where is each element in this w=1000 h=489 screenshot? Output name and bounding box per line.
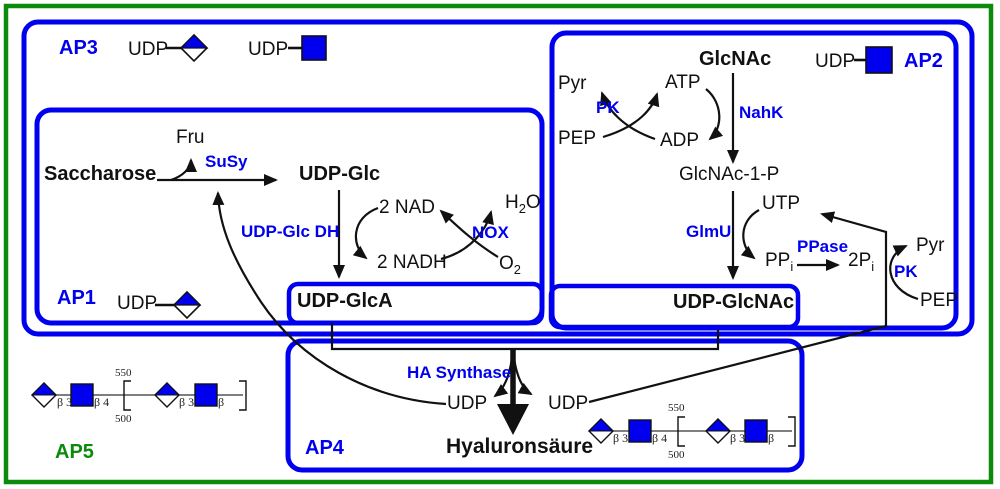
enzyme-nahk: NahK: [739, 103, 784, 122]
metabolite-udp-right: UDP: [548, 393, 589, 414]
metabolite-pep-bottom: PEP: [920, 290, 959, 311]
curve-pep-to-atp: [602, 92, 660, 139]
curve-nad-to-nadh: [352, 206, 379, 260]
metabolite-ppi: PPi: [765, 250, 794, 274]
arrow-udp-recycle-to-susy: [212, 191, 447, 406]
metabolite-glcnac-1-p: GlcNAc-1-P: [679, 164, 780, 185]
box-udp-glcnac: [548, 283, 801, 330]
enzyme-nox: NOX: [472, 223, 509, 242]
glycan-dp-upper-ap4: 550: [668, 402, 685, 414]
glycan-linkage-b3: β 3: [57, 395, 73, 409]
curve-atp-to-adp: [705, 88, 724, 141]
metabolite-saccharose: Saccharose: [44, 163, 157, 185]
glycan-dp-lower-ap5: 500: [115, 413, 132, 425]
glca-diamond-icon-fill: [172, 291, 202, 306]
box-ap1: [34, 107, 545, 326]
metabolite-glcnac: GlcNAc: [699, 48, 772, 70]
metabolite-udp-left: UDP: [447, 393, 488, 414]
glycan-linkage-b3: β 3: [730, 431, 746, 445]
outer-frame: [3, 3, 994, 485]
arrow-branch-udp-right: [512, 357, 533, 395]
glca-diamond-icon-fill: [179, 34, 209, 49]
ha-arrow-head: [497, 404, 529, 435]
panel-label-ap3: AP3: [59, 37, 98, 59]
glycan-dp-upper-ap5: 550: [115, 367, 132, 379]
panel-label-ap1: AP1: [57, 287, 96, 309]
legend-udp-glcnac-label: UDP: [248, 39, 289, 60]
metabolite-adp: ADP: [660, 130, 700, 151]
connector-substrates: [330, 323, 720, 351]
enzyme-pk-bottom: PK: [894, 262, 918, 281]
metabolite-hyaluronsaeure: Hyaluronsäure: [446, 435, 594, 458]
enzyme-ppase: PPase: [797, 237, 849, 256]
enzyme-udp-glc-dh: UDP-Glc DH: [241, 222, 340, 241]
metabolite-fru: Fru: [176, 127, 205, 148]
glycan-linkage-b: β: [218, 395, 225, 409]
arrow-fru-release: [170, 158, 197, 182]
legend-udp-label-ap1: UDP: [117, 293, 158, 314]
curve-pep-to-pyr: [889, 245, 919, 301]
glycan-dp-lower-ap4: 500: [668, 449, 685, 461]
enzyme-pk-top: PK: [596, 98, 620, 117]
glycan-linkage-b4: β 4: [652, 431, 668, 445]
glycan-linkage-b: β: [768, 431, 775, 445]
curve-nadh-to-h2o: [440, 210, 494, 261]
glcnac-square-icon: [301, 35, 327, 61]
legend-udp-glca-label: UDP: [128, 39, 169, 60]
curve-utp-to-ppi: [740, 209, 760, 260]
metabolite-2pi: 2Pi: [848, 250, 875, 274]
metabolite-pyr-top: Pyr: [558, 73, 587, 94]
metabolite-udp-glcnac: UDP-GlcNAc: [673, 291, 795, 313]
panel-label-ap2: AP2: [904, 50, 943, 72]
curve-o2-to-nad: [439, 209, 499, 258]
enzyme-ha-synthase: HA Synthase: [407, 363, 512, 382]
metabolite-atp: ATP: [665, 72, 701, 93]
metabolite-pep-top: PEP: [558, 128, 597, 149]
glycan-linkage-b4: β 4: [94, 395, 110, 409]
metabolite-pyr-bottom: Pyr: [916, 235, 945, 256]
metabolite-h2o: H2O: [505, 192, 541, 216]
glycan-linkage-b3: β 3: [179, 395, 195, 409]
curve-adp-to-pyr: [600, 91, 656, 141]
panel-label-ap4: AP4: [305, 437, 344, 459]
glycan-strip-ap5: [30, 380, 247, 411]
metabolite-nad: 2 NAD: [379, 197, 435, 218]
enzyme-susy: SuSy: [205, 152, 248, 171]
metabolite-nadh: 2 NADH: [377, 252, 447, 273]
enzyme-glmu: GlmU: [686, 222, 732, 241]
glcnac-square-icon: [865, 46, 893, 74]
legend-udp-label-ap2: UDP: [815, 51, 856, 72]
box-ap4: [285, 338, 805, 473]
glycan-linkage-b3: β 3: [613, 431, 629, 445]
metabolite-utp: UTP: [762, 193, 800, 214]
metabolite-udp-glc: UDP-Glc: [299, 163, 381, 185]
box-ap3: [21, 19, 975, 337]
arrow-udp-recycle-to-utp: [588, 211, 888, 404]
panel-label-ap5: AP5: [55, 441, 94, 463]
box-udp-glca: [286, 281, 545, 326]
metabolite-o2: O2: [499, 253, 521, 277]
glycan-strip-ap4: [587, 416, 796, 447]
metabolite-udp-glca: UDP-GlcA: [297, 290, 393, 312]
